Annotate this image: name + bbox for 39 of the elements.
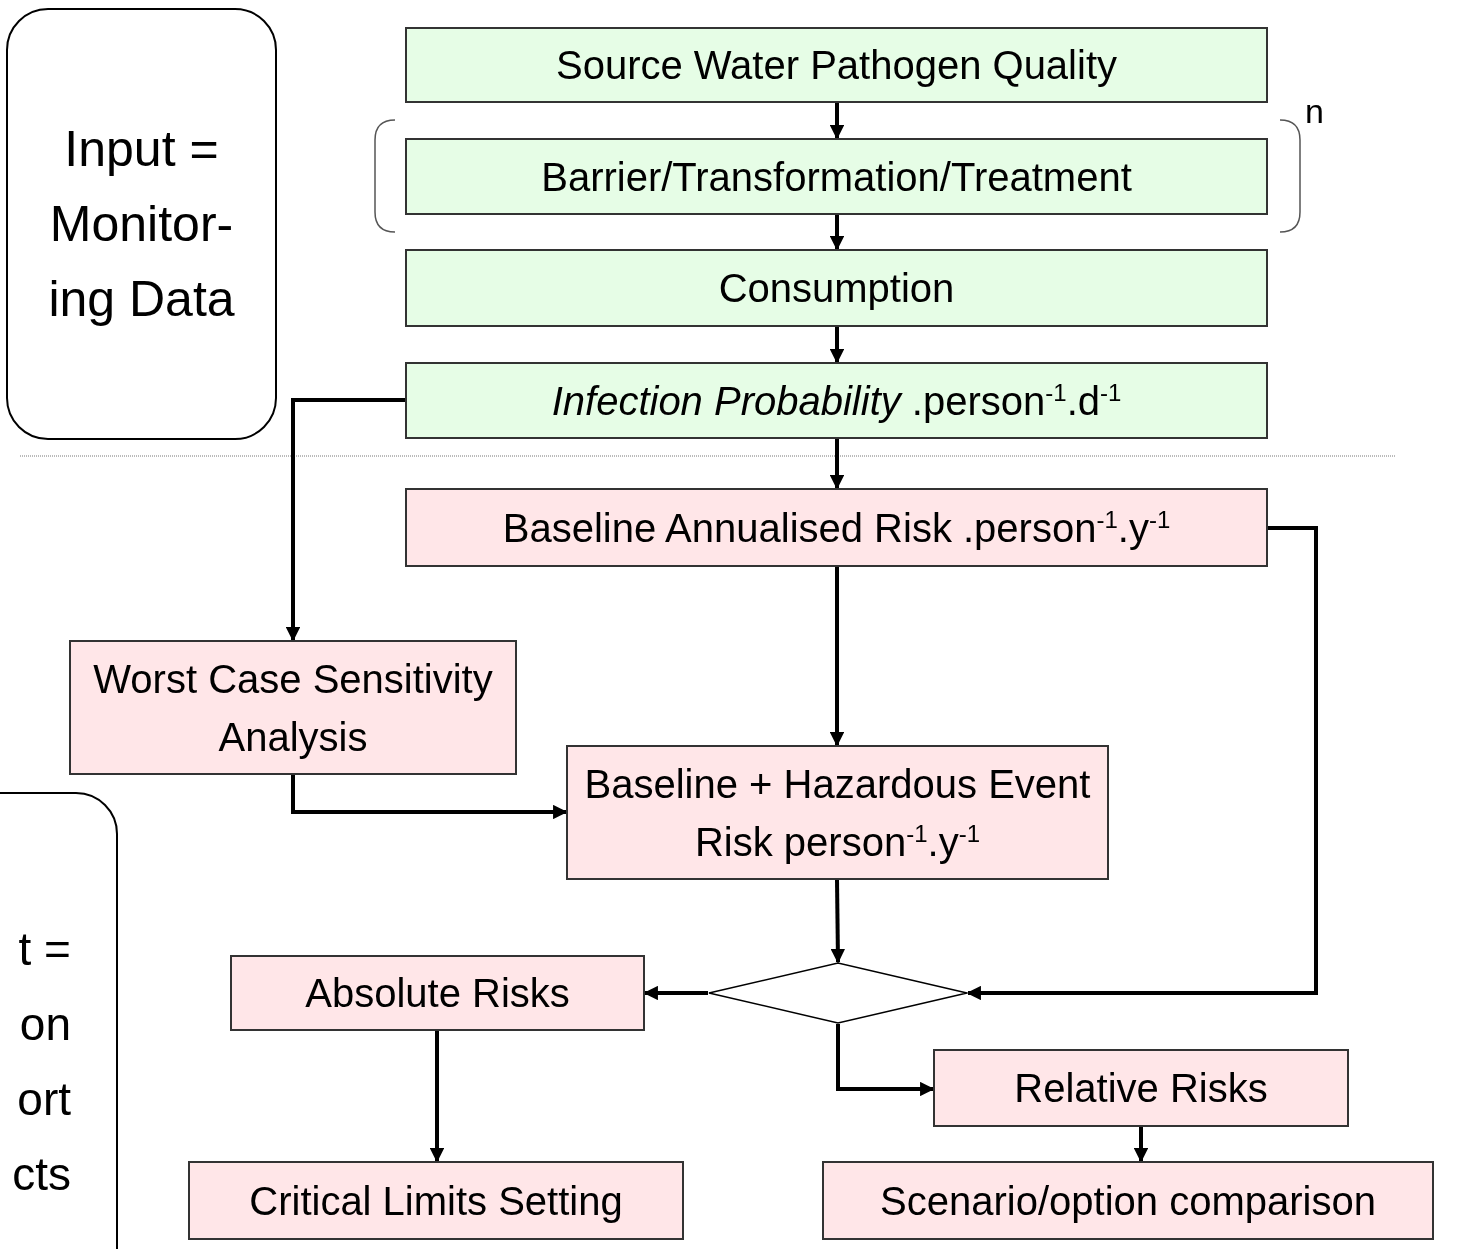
decision-diamond: [708, 962, 968, 1024]
box-text: Absolute Risks: [305, 970, 570, 1017]
arrow: [829, 327, 845, 364]
process-box: [405, 249, 1268, 327]
process-box: [188, 1161, 684, 1240]
arrow: [836, 1024, 935, 1097]
arrow: [829, 215, 845, 251]
process-box: [822, 1161, 1434, 1240]
box-text: Scenario/option comparison: [880, 1177, 1376, 1225]
box-text: Critical Limits Setting: [249, 1177, 623, 1225]
arrow: [285, 398, 405, 642]
arrow: [830, 879, 846, 964]
process-box: [405, 138, 1268, 215]
arrow: [829, 103, 845, 140]
box-text: Barrier/Transformation/Treatment: [541, 153, 1132, 201]
process-box: [230, 955, 645, 1031]
note-box: [6, 8, 277, 440]
arrow: [429, 1031, 445, 1163]
arrow: [1133, 1127, 1149, 1163]
arrow: [291, 775, 568, 820]
box-text: Infection Probability .person$^{-1}$.d$^{-1}$: [551, 377, 1122, 425]
box-text: Consumption: [718, 265, 955, 312]
repeat-label: n: [1305, 92, 1324, 131]
arrow: [829, 567, 845, 747]
process-box: [405, 488, 1268, 567]
process-box: [405, 362, 1268, 439]
arrow: [966, 526, 1318, 1001]
process-box: [405, 27, 1268, 103]
process-box: [933, 1049, 1349, 1127]
box-text: Baseline Annualised Risk .person$^{-1}$.y$^{-1}$: [502, 504, 1171, 552]
box-text: Worst Case Sensitivity Analysis: [92, 655, 494, 761]
box-text: Source Water Pathogen Quality: [555, 42, 1117, 89]
box-text: Baseline + Hazardous Event Risk person$^{-1}$.y$^{-1}$: [583, 760, 1092, 866]
process-box: [69, 640, 517, 775]
box-text: Relative Risks: [1014, 1065, 1268, 1112]
box-text: t = on ort cts: [11, 922, 71, 1202]
box-text: Input = Monitor-ing Data: [47, 119, 236, 329]
arrow: [829, 439, 845, 490]
process-box: [566, 745, 1109, 880]
